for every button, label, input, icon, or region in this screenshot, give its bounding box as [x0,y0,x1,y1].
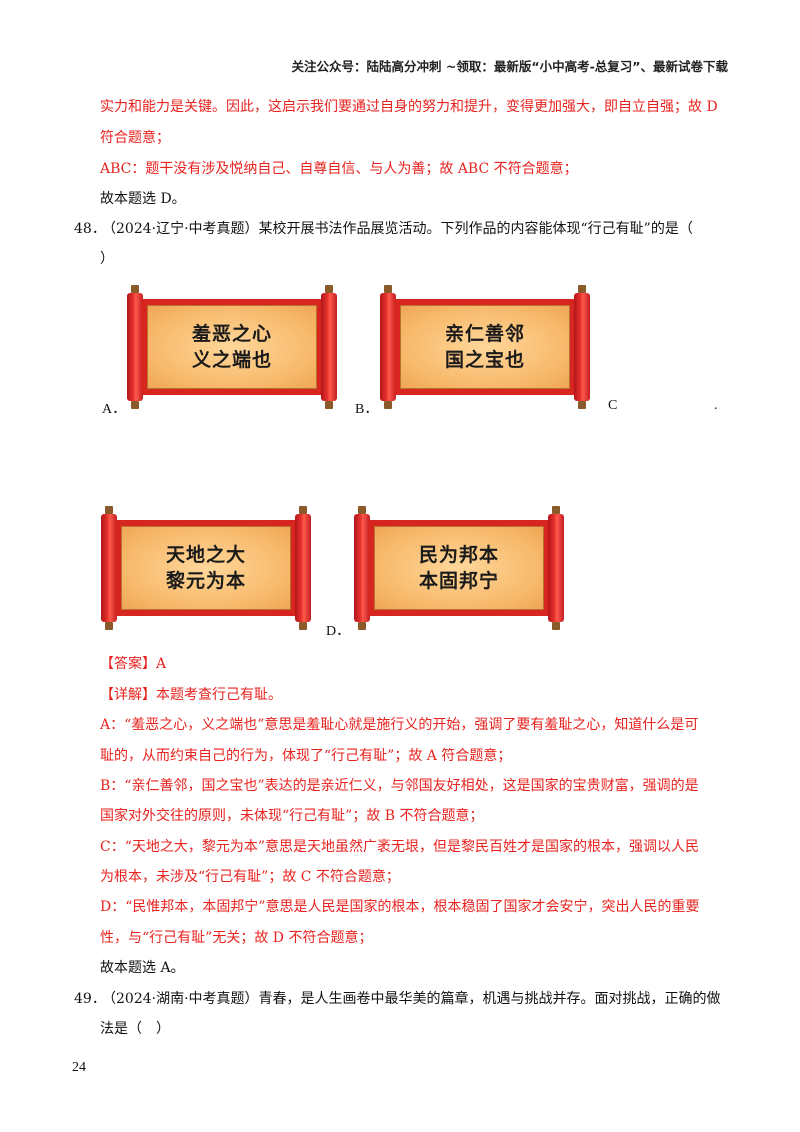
option-c-trailing-dot: . [714,398,718,413]
scroll-text-line-1: 民为邦本 [418,544,499,566]
page-header: 关注公众号：陆陆高分冲刺 ~领取：最新版“小中高考-总复习”、最新试卷下载 [291,59,728,74]
option-c-scroll-image: 天地之大 黎元为本 [101,506,311,630]
question-48-text: （2024·辽宁·中考真题）某校开展书法作品展览活动。下列作品的内容能体现“行己… [102,221,693,237]
option-c-label: C [608,398,618,413]
scroll-rod-left [380,285,396,409]
scroll-text-line-2: 义之端也 [191,349,272,371]
question-49-number: 49． [74,991,106,1007]
scroll-paper: 民为邦本 本固邦宁 [368,520,550,616]
scroll-text-line-1: 亲仁善邻 [444,323,525,345]
answer-line: 【答案】A [100,656,167,672]
option-b-label: B． [355,402,379,417]
question-49-text: （2024·湖南·中考真题）青春，是人生画卷中最华美的篇章，机遇与挑战并存。面对… [102,991,721,1007]
scroll-rod-right [295,506,311,630]
prev-explanation-line-1: 实力和能力是关键。因此，这启示我们要通过自身的努力和提升，变得更加强大，即自立自… [100,99,718,115]
option-d-scroll-image: 民为邦本 本固邦宁 [354,506,564,630]
scroll-rod-right [548,506,564,630]
scroll-rod-right [321,285,337,409]
scroll-text-line-2: 本固邦宁 [418,570,499,592]
question-48-number: 48． [74,221,106,237]
scroll-rod-right [574,285,590,409]
option-a-scroll-image: 羞恶之心 义之端也 [127,285,337,409]
prev-explanation-line-2: 符合题意； [100,130,170,146]
explanation-line: A：“羞恶之心，义之端也”意思是羞耻心就是施行义的开始，强调了要有羞耻之心，知道… [100,717,699,733]
explanation-line: D：“民惟邦本，本固邦宁”意思是人民是国家的根本，根本稳固了国家才会安宁，突出人… [100,899,700,915]
scroll-text-line-1: 羞恶之心 [191,323,272,345]
explanation-line: 国家对外交往的原则，未体现“行己有耻”；故 B 不符合题意； [100,808,484,824]
explanation-line: 耻的，从而约束自己的行为，体现了“行己有耻”；故 A 符合题意； [100,748,512,764]
explanation-line: 为根本，未涉及“行己有耻”；故 C 不符合题意； [100,869,400,885]
explanation-line: 性，与“行己有耻”无关；故 D 不符合题意； [100,930,373,946]
scroll-paper: 羞恶之心 义之端也 [141,299,323,395]
prev-explanation-line-3: ABC：题干没有涉及悦纳自己、自尊自信、与人为善；故 ABC 不符合题意； [100,161,578,177]
scroll-text-line-2: 国之宝也 [444,349,525,371]
question-49-continuation: 法是（ ） [100,1021,170,1037]
scroll-paper: 天地之大 黎元为本 [115,520,297,616]
scroll-text-line-2: 黎元为本 [165,570,246,592]
question-48-bracket: ） [100,251,114,267]
option-b-scroll-image: 亲仁善邻 国之宝也 [380,285,590,409]
scroll-paper: 亲仁善邻 国之宝也 [394,299,576,395]
prev-conclusion: 故本题选 D。 [100,191,186,207]
detail-heading: 【详解】本题考查行己有耻。 [100,687,282,703]
conclusion-line: 故本题选 A。 [100,960,185,976]
explanation-line: B：“亲仁善邻，国之宝也”表达的是亲近仁义，与邻国友好相处，这是国家的宝贵财富，… [100,778,699,794]
scroll-rod-left [101,506,117,630]
scroll-rod-left [127,285,143,409]
option-d-label: D． [326,624,351,639]
scroll-rod-left [354,506,370,630]
option-a-label: A． [102,402,127,417]
explanation-line: C：“天地之大，黎元为本”意思是天地虽然广袤无垠，但是黎民百姓才是国家的根本，强… [100,839,700,855]
scroll-text-line-1: 天地之大 [165,544,246,566]
page-number: 24 [72,1060,86,1075]
